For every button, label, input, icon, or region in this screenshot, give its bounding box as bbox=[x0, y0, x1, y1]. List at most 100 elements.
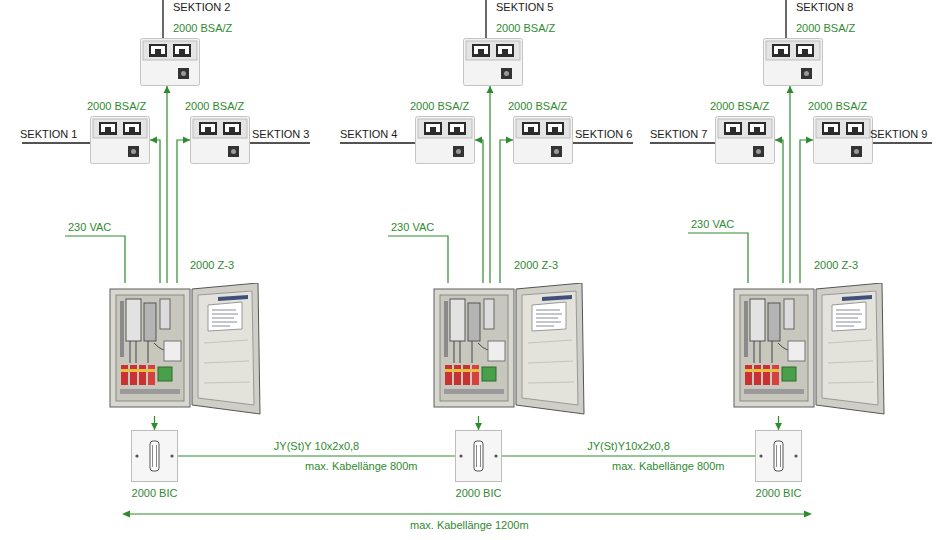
arrow-head bbox=[775, 423, 782, 430]
cable-line bbox=[150, 137, 160, 284]
junction-box: 2000 BSA/Z bbox=[415, 116, 475, 164]
device-label: 2000 BSA/Z bbox=[808, 100, 867, 113]
junction-box: 2000 BSA/Z bbox=[763, 38, 823, 86]
power-leader bbox=[388, 236, 448, 283]
dimension-line bbox=[129, 513, 805, 514]
junction-box: 2000 BSA/Z bbox=[190, 116, 250, 164]
section-label: SEKTION 1 bbox=[20, 128, 77, 141]
power-leader bbox=[65, 236, 125, 283]
cable-path bbox=[489, 86, 490, 283]
junction-box: 2000 BSA/Z bbox=[813, 116, 873, 164]
section-line bbox=[162, 0, 163, 38]
device-label: 2000 BIC bbox=[456, 487, 502, 500]
junction-box-art bbox=[140, 38, 200, 86]
junction-box-art bbox=[715, 116, 775, 164]
device-label: 2000 BSA/Z bbox=[87, 100, 146, 113]
junction-box-art bbox=[190, 116, 250, 164]
cable-line bbox=[775, 137, 783, 284]
arrow-head bbox=[787, 86, 794, 93]
device-label: 2000 BSA/Z bbox=[173, 22, 232, 35]
junction-box-art bbox=[513, 116, 573, 164]
cable-line bbox=[164, 86, 171, 283]
arrow-head bbox=[506, 137, 513, 144]
cable-line bbox=[177, 137, 190, 284]
cable-path bbox=[502, 455, 755, 456]
device-label: 2000 BIC bbox=[756, 487, 802, 500]
cable-line bbox=[787, 86, 794, 283]
control-cabinet: 2000 Z-3 bbox=[432, 283, 586, 416]
cable-path bbox=[789, 86, 790, 283]
junction-box-art bbox=[463, 38, 523, 86]
section-label: SEKTION 7 bbox=[650, 128, 707, 141]
power-leader bbox=[688, 233, 748, 283]
connector-box: 2000 BIC bbox=[755, 430, 802, 482]
cable-path bbox=[177, 140, 190, 283]
section-line bbox=[485, 0, 486, 38]
junction-box: 2000 BSA/Z bbox=[463, 38, 523, 86]
device-label: 2000 BSA/Z bbox=[185, 100, 244, 113]
section-line bbox=[22, 142, 90, 143]
cable-path bbox=[500, 140, 513, 283]
cable-line bbox=[487, 86, 494, 283]
arrow-head bbox=[475, 137, 482, 144]
junction-box: 2000 BSA/Z bbox=[513, 116, 573, 164]
control-cabinet: 2000 Z-3 bbox=[732, 283, 886, 416]
note-label: max. Kabellänge 800m bbox=[612, 460, 725, 473]
note-label: max. Kabellänge 800m bbox=[305, 460, 418, 473]
section-line bbox=[873, 142, 932, 143]
arrow-head bbox=[806, 137, 813, 144]
junction-box-art bbox=[763, 38, 823, 86]
cable-path bbox=[475, 140, 483, 283]
arrow-head bbox=[475, 423, 482, 430]
cable-line bbox=[775, 416, 782, 430]
cabinet-art bbox=[732, 283, 886, 416]
note-label: max. Kabellänge 1200m bbox=[410, 519, 529, 532]
arrow-head bbox=[487, 86, 494, 93]
section-line bbox=[573, 142, 633, 143]
device-label: 2000 BSA/Z bbox=[496, 22, 555, 35]
cable-line bbox=[178, 456, 455, 457]
section-line bbox=[250, 142, 310, 143]
cable-path bbox=[800, 140, 813, 283]
section-label: SEKTION 2 bbox=[173, 1, 230, 14]
cable-line bbox=[500, 137, 513, 284]
cable-line bbox=[151, 416, 158, 430]
cabinet-art bbox=[108, 283, 262, 416]
connector-box-art bbox=[455, 430, 502, 482]
section-line bbox=[340, 142, 415, 143]
device-label: 2000 BSA/Z bbox=[796, 22, 855, 35]
cable-line bbox=[800, 137, 813, 284]
arrow-head bbox=[775, 137, 782, 144]
junction-box-art bbox=[813, 116, 873, 164]
cable-line bbox=[502, 456, 755, 457]
connector-box-art bbox=[755, 430, 802, 482]
arrow-head bbox=[150, 137, 157, 144]
arrow-head bbox=[183, 137, 190, 144]
note-label: 230 VAC bbox=[68, 221, 111, 234]
cable-path bbox=[150, 140, 160, 283]
section-line bbox=[650, 142, 715, 143]
arrow-head bbox=[164, 86, 171, 93]
section-label: SEKTION 9 bbox=[870, 128, 927, 141]
junction-box: 2000 BSA/Z bbox=[90, 116, 150, 164]
cable-line bbox=[475, 137, 483, 284]
cabinet-art bbox=[432, 283, 586, 416]
connector-box-art bbox=[131, 430, 178, 482]
device-label: 2000 BSA/Z bbox=[508, 100, 567, 113]
section-label: SEKTION 3 bbox=[252, 128, 309, 141]
device-label: 2000 BSA/Z bbox=[410, 100, 469, 113]
device-label: 2000 BSA/Z bbox=[710, 100, 769, 113]
connector-box: 2000 BIC bbox=[131, 430, 178, 482]
arrow-head bbox=[151, 423, 158, 430]
cable-line bbox=[475, 416, 482, 430]
dimension-arrow bbox=[804, 511, 812, 518]
section-label: SEKTION 5 bbox=[496, 1, 553, 14]
dimension-arrow bbox=[122, 511, 130, 518]
cable-label: JY(St)Y 10x2x0,8 bbox=[272, 440, 361, 453]
connector-box: 2000 BIC bbox=[455, 430, 502, 482]
cable-path bbox=[178, 455, 455, 456]
device-label: 2000 Z-3 bbox=[514, 259, 558, 272]
device-label: 2000 Z-3 bbox=[190, 259, 234, 272]
section-line bbox=[785, 0, 786, 38]
